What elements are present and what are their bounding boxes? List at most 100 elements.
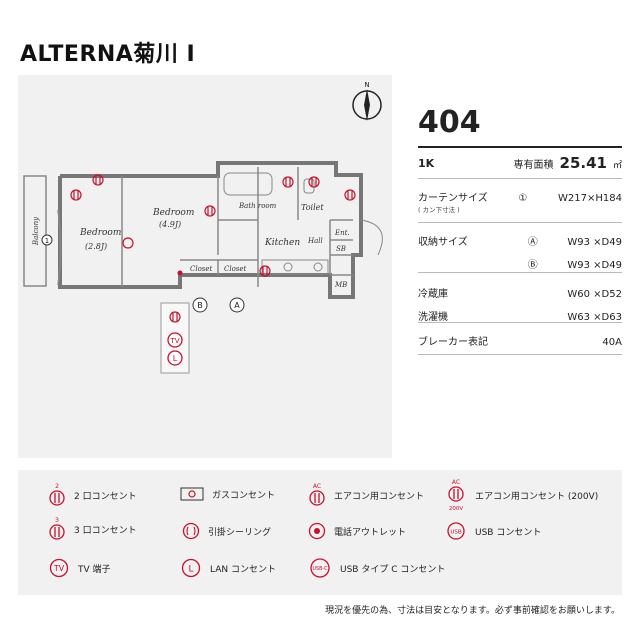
legend-lan-label: LAN コンセント xyxy=(210,564,276,575)
svg-text:1: 1 xyxy=(45,237,49,245)
legend-outlet3: 3 3 口コンセント xyxy=(48,516,137,542)
curtain-marker: 1 xyxy=(41,234,53,246)
legend-usbc-label: USB タイプ C コンセント xyxy=(340,564,446,575)
usb-outlet-icon: USB xyxy=(447,522,465,540)
svg-text:TV: TV xyxy=(53,564,65,573)
bedroom2-label: Bedroom xyxy=(152,208,194,218)
legend-phone: 電話アウトレット xyxy=(308,522,406,540)
legend-usb: USB USB コンセント xyxy=(445,522,541,540)
property-title: ALTERNA菊川 I xyxy=(20,42,196,67)
legend-ac200-label: エアコン用コンセント (200V) xyxy=(475,491,599,502)
legend-phone-label: 電話アウトレット xyxy=(334,527,407,538)
legend-tv-label: TV 端子 xyxy=(78,564,111,575)
legend-ceiling: 引掛シーリング xyxy=(182,522,271,540)
washer-label: 洗濯機 xyxy=(418,312,448,323)
storage-b-marker: B xyxy=(192,297,208,313)
room-number: 404 xyxy=(418,100,622,148)
legend-ac-label: エアコン用コンセント xyxy=(334,491,425,502)
bedroom1-size: (2.8J) xyxy=(85,242,107,251)
curtain-label: カーテンサイズ xyxy=(418,193,488,204)
curtain-block: カーテンサイズ ① W217×H184 ( カン下寸法 ) xyxy=(418,179,622,223)
appliance-block: 冷蔵庫 W60 ×D52 洗濯機 W63 ×D63 xyxy=(418,273,622,323)
storage-a-marker: A xyxy=(229,297,245,313)
area-label: 専有面積 xyxy=(513,160,554,171)
lan-outlet: L xyxy=(167,350,183,366)
svg-text:L: L xyxy=(173,354,178,363)
legend-ac200: AC 200V エアコン用コンセント (200V) xyxy=(445,478,598,512)
storage-label: 収納サイズ xyxy=(418,237,468,248)
legend-outlet2-label: 2 口コンセント xyxy=(74,491,137,502)
svg-text:TV: TV xyxy=(169,337,179,345)
area-value: 25.41 xyxy=(559,154,607,172)
svg-text:B: B xyxy=(197,301,203,310)
svg-text:200V: 200V xyxy=(449,506,463,512)
svg-text:AC: AC xyxy=(452,479,460,486)
legend-panel: 2 2 口コンセント ガスコンセント AC エアコン用コンセント AC 200V xyxy=(18,470,622,595)
toilet-label: Toilet xyxy=(301,203,324,212)
legend-outlet3-label: 3 口コンセント xyxy=(74,525,137,536)
storage-a-mark: Ⓐ xyxy=(527,237,538,248)
closet2-label: Closet xyxy=(224,265,247,273)
breaker-value: 40A xyxy=(602,337,622,348)
svg-text:USB: USB xyxy=(450,530,462,536)
svg-text:N: N xyxy=(364,81,369,89)
lan-outlet-icon: L xyxy=(181,558,201,578)
ac-200v-outlet-icon: AC 200V xyxy=(448,479,464,512)
svg-text:L: L xyxy=(188,565,193,575)
usbc-outlet-icon: USB-C xyxy=(310,558,330,578)
tv-outlet: TV xyxy=(167,332,183,348)
storage-b-mark: Ⓑ xyxy=(527,260,538,271)
closet1-label: Closet xyxy=(190,265,213,273)
legend-usb-label: USB コンセント xyxy=(475,527,542,538)
balcony-label: Balcony xyxy=(32,216,40,246)
bathroom-label: Bath room xyxy=(238,202,277,210)
svg-text:USB-C: USB-C xyxy=(313,566,329,572)
fridge-label: 冷蔵庫 xyxy=(418,289,448,300)
fridge-value: W60 ×D52 xyxy=(567,289,622,300)
compass-icon: N xyxy=(352,81,382,121)
washer-value: W63 ×D63 xyxy=(567,312,622,323)
legend-usbc: USB-C USB タイプ C コンセント xyxy=(308,558,445,578)
kitchen-label: Kitchen xyxy=(264,238,300,248)
layout-type: 1K xyxy=(418,156,435,170)
area-row: 1K 専有面積 25.41 ㎡ xyxy=(418,148,622,179)
info-panel: 404 1K 専有面積 25.41 ㎡ カーテンサイズ ① W217×H184 … xyxy=(418,100,622,355)
svg-text:2: 2 xyxy=(55,483,59,490)
ac-outlet-icon: AC xyxy=(309,483,325,506)
legend-tv: TV TV 端子 xyxy=(48,558,111,578)
entrance-label: Ent. xyxy=(334,229,350,237)
curtain-sub: ( カン下寸法 ) xyxy=(418,206,460,214)
breaker-label: ブレーカー表記 xyxy=(418,337,488,348)
curtain-mark: ① xyxy=(518,193,528,204)
phone-outlet-icon xyxy=(308,522,326,540)
outlet3-icon: 3 xyxy=(49,517,65,540)
legend-outlet2: 2 2 口コンセント xyxy=(48,482,137,508)
bedroom2-size: (4.9J) xyxy=(159,220,181,229)
area-unit: ㎡ xyxy=(612,161,622,171)
mb-label: MB xyxy=(334,281,347,289)
outlet-icons xyxy=(70,174,356,277)
disclaimer-note: 現況を優先の為、寸法は目安となります。必ず事前確認をお願いします。 xyxy=(325,606,620,616)
storage-b-value: W93 ×D49 xyxy=(567,260,622,271)
svg-text:AC: AC xyxy=(313,483,321,490)
floor-plan: N Balcony Bedroom (2.8J) Bedroom (4.9J) … xyxy=(23,81,383,374)
bedroom1-label: Bedroom xyxy=(79,228,121,238)
breaker-block: ブレーカー表記 40A xyxy=(418,323,622,355)
storage-a-value: W93 ×D49 xyxy=(567,237,622,248)
curtain-value: W217×H184 xyxy=(558,193,622,204)
ceiling-hook-icon xyxy=(182,522,200,540)
sb-label: SB xyxy=(336,245,346,253)
storage-block: 収納サイズ Ⓐ W93 ×D49 Ⓑ W93 ×D49 xyxy=(418,223,622,273)
balcony xyxy=(23,175,47,287)
legend-ac: AC エアコン用コンセント xyxy=(308,482,424,508)
legend-ceiling-label: 引掛シーリング xyxy=(208,527,272,538)
legend-gas: ガスコンセント xyxy=(180,486,275,502)
legend-lan: L LAN コンセント xyxy=(180,558,276,578)
tv-terminal-icon: TV xyxy=(49,558,69,578)
legend-gas-label: ガスコンセント xyxy=(212,490,276,501)
outlet2-icon: 2 xyxy=(49,483,65,506)
hall-label: Hall xyxy=(307,237,323,245)
svg-text:A: A xyxy=(234,301,240,310)
svg-text:3: 3 xyxy=(55,517,59,524)
gas-outlet-icon xyxy=(180,487,204,501)
